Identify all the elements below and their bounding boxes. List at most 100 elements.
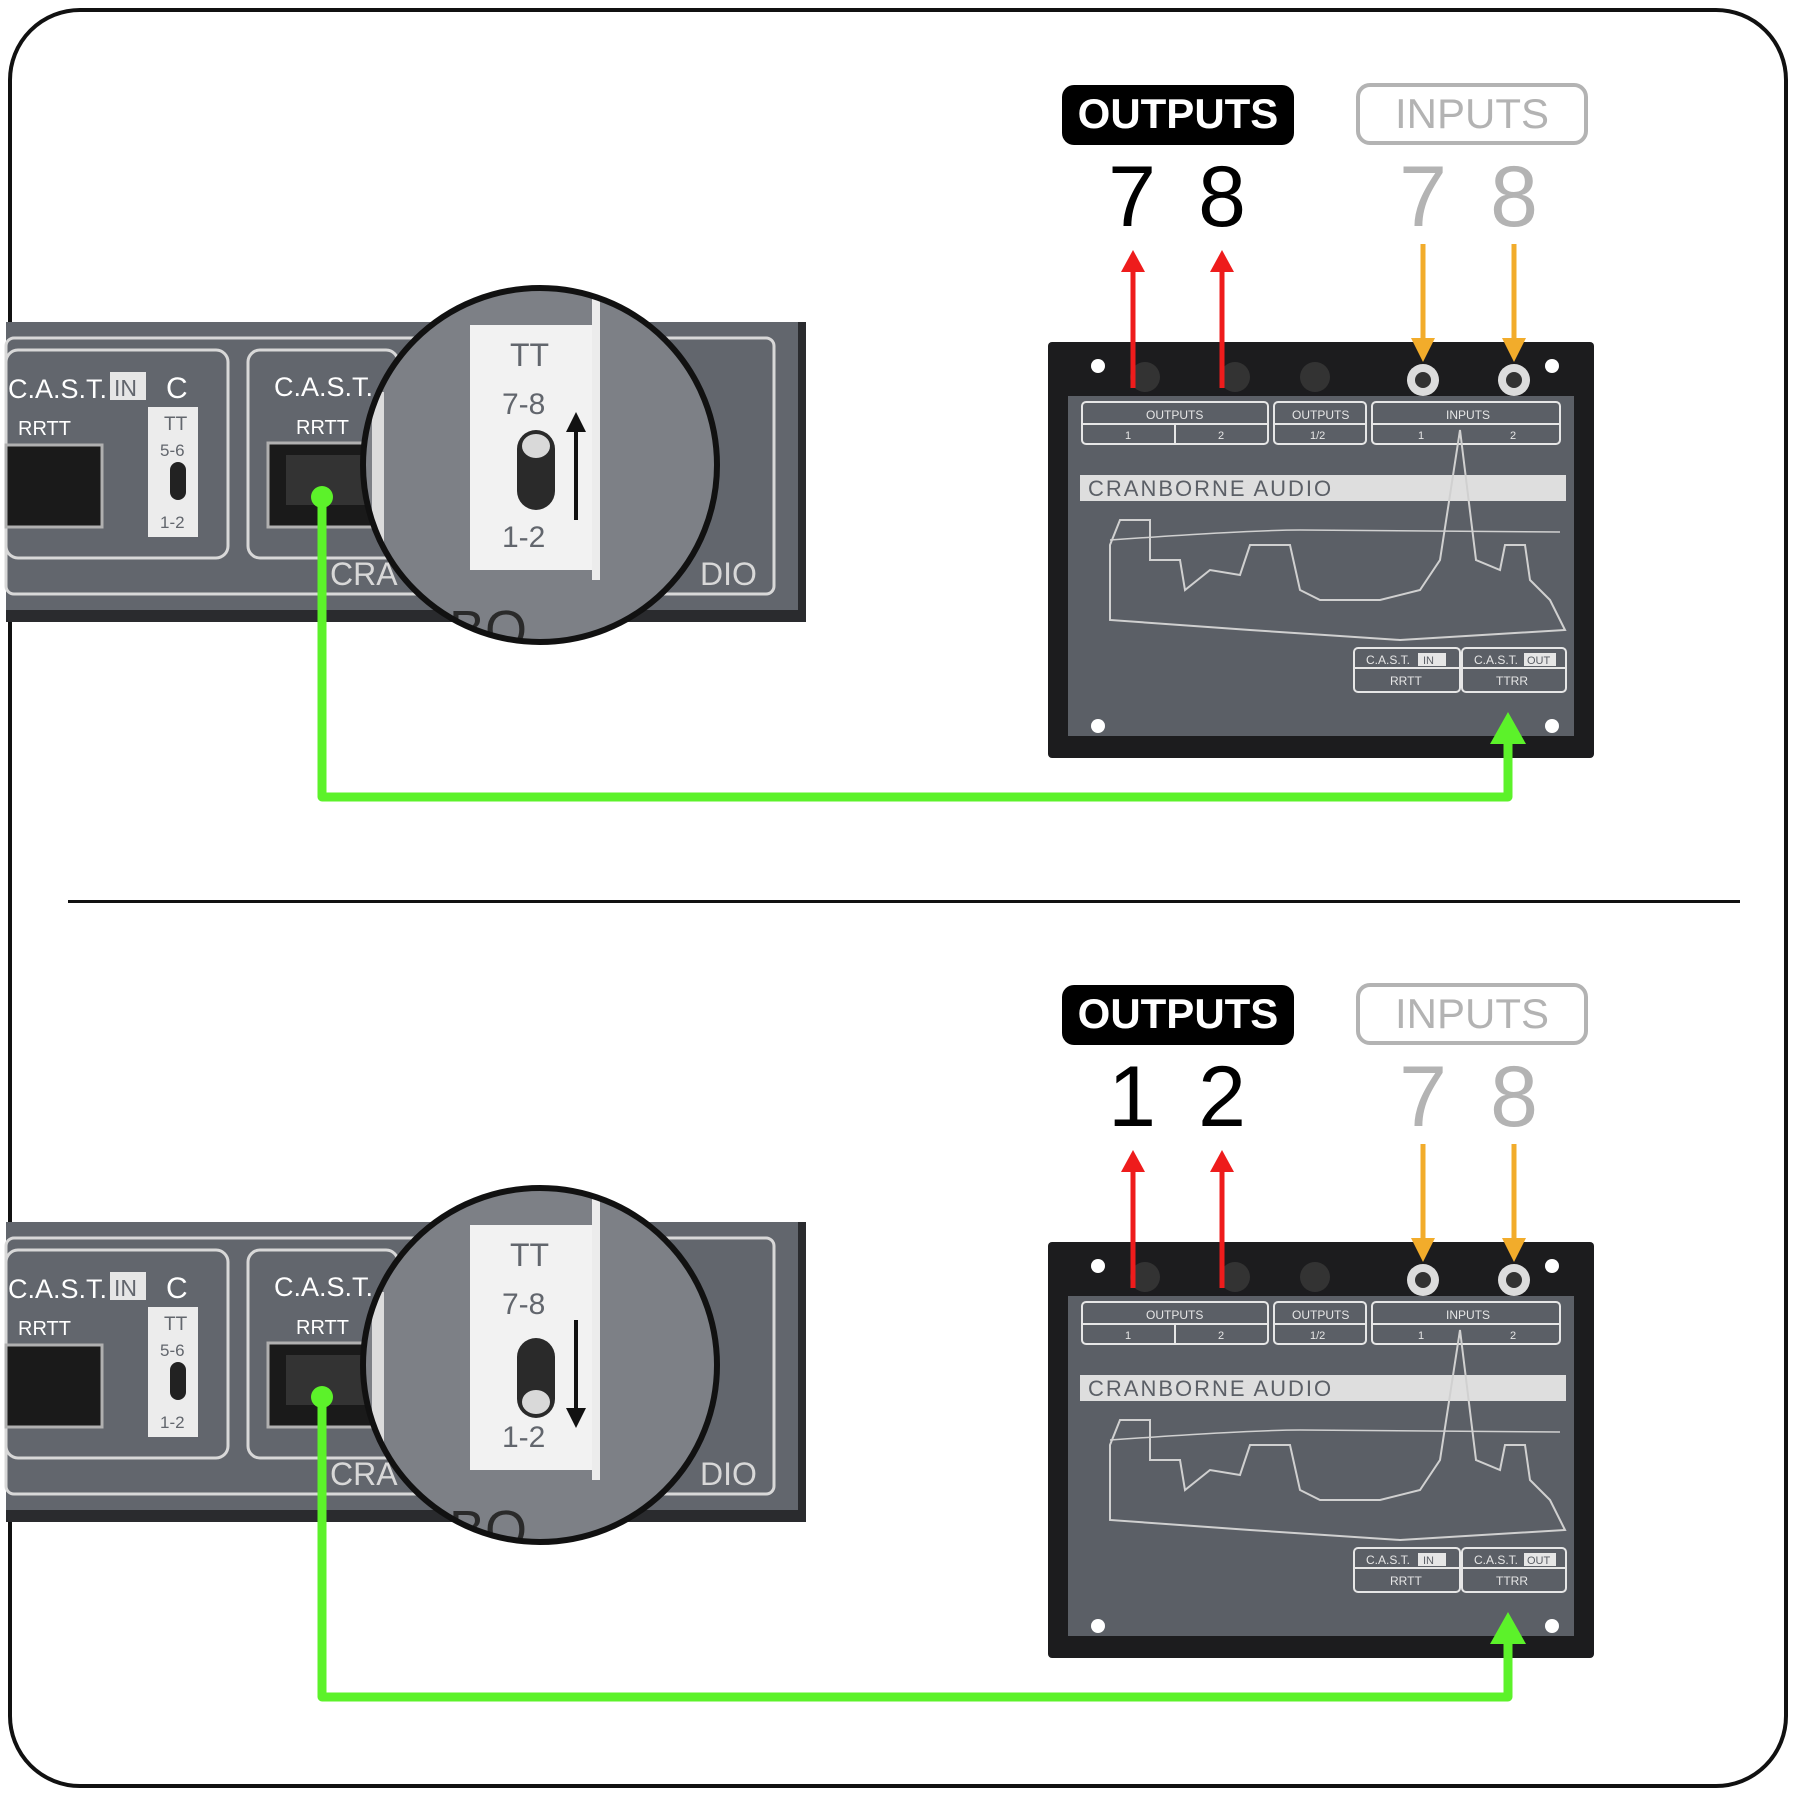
- screw-bottom-right: [1545, 719, 1559, 733]
- zoom-tt-label: TT: [510, 1237, 549, 1273]
- panel-switch-7-8: C.A.S.T. IN C RRTT TT 5-6 1-2 C.A.S.T. R…: [4, 83, 1594, 802]
- zoom-magnifier: TT 7-8 1-2 NBO: [360, 285, 720, 645]
- ch12-label: 1-2: [160, 1413, 185, 1432]
- mini-switch: [170, 1362, 186, 1400]
- cast-in-label: C.A.S.T.: [8, 374, 107, 404]
- zoom-upper-label: 7-8: [502, 388, 545, 421]
- jack-out-2: [1220, 362, 1250, 392]
- input-number-left: 7: [1399, 149, 1447, 245]
- rj45-port-left: [4, 443, 104, 529]
- box-out-ch-1: 1: [1125, 1330, 1131, 1342]
- box-cast-out-tag-bg: [1524, 653, 1556, 666]
- box-cast-in-tag: IN: [1423, 655, 1434, 667]
- rrtt-label-2: RRTT: [296, 1317, 349, 1339]
- input-number-right: 8: [1490, 149, 1538, 245]
- ch12-label: 1-2: [160, 513, 185, 532]
- brand-fragment-right: DIO: [700, 1456, 757, 1492]
- output-arrow-left-head: [1121, 250, 1145, 272]
- cast-label: C.A.S.T.: [274, 1272, 373, 1302]
- skyline-horizon: [1109, 529, 1561, 541]
- box-outputs-label: OUTPUTS: [1146, 408, 1203, 422]
- cast-in-tag-bg: [110, 1272, 146, 1300]
- box-in-ch-1: 1: [1418, 430, 1424, 442]
- zoom-border-line: [592, 288, 600, 580]
- box-cast-in-label: C.A.S.T.: [1366, 1553, 1410, 1567]
- screw-top-left: [1091, 1259, 1105, 1273]
- output-arrow-right-head: [1210, 250, 1234, 272]
- cast-cable: [317, 1397, 1513, 1702]
- cable-endpoint: [311, 1386, 333, 1408]
- jack-in-2-hole: [1506, 372, 1522, 388]
- jack-out-2: [1220, 1262, 1250, 1292]
- breakout-box: OUTPUTS 1 2 OUTPUTS 1/2 INPUTS 1 2 CRANB…: [1048, 342, 1594, 758]
- cable-arrowhead: [1490, 1612, 1526, 1644]
- box-outputs12-sub: 1/2: [1310, 1330, 1325, 1342]
- zoom-border-line: [592, 1188, 600, 1480]
- box-cast-in-tag-bg: [1418, 653, 1446, 666]
- cast-in-tag: IN: [114, 375, 137, 401]
- cast-out-box: [1461, 1547, 1567, 1593]
- toggle-knob: [522, 1390, 550, 1414]
- panel-drawing: C.A.S.T. IN C RRTT TT 5-6 1-2 C.A.S.T. R…: [4, 983, 1594, 1702]
- zoom-lower-label: 1-2: [502, 1421, 545, 1454]
- cast-cable: [317, 497, 1513, 802]
- brand-fragment-left: CRA: [330, 556, 398, 592]
- box-cast-out-label: C.A.S.T.: [1474, 1553, 1518, 1567]
- panel-switch-1-2: C.A.S.T. IN C RRTT TT 5-6 1-2 C.A.S.T. R…: [0, 900, 1800, 1800]
- box-cast-out-tag: OUT: [1527, 1555, 1551, 1567]
- zoom-port-edge: [372, 392, 384, 542]
- rrtt-label: RRTT: [18, 418, 71, 440]
- zoom-magnifier: TT 7-8 1-2 NBO: [360, 1185, 720, 1545]
- box-faceplate: [1068, 1242, 1574, 1636]
- box-outputs12-label: OUTPUTS: [1292, 408, 1349, 422]
- switch-direction-arrow-down: [566, 1408, 586, 1428]
- cast-in-tag-bg: [110, 372, 146, 400]
- zoom-tt-label: TT: [510, 337, 549, 373]
- box-cast-out-sub: TTRR: [1496, 674, 1528, 688]
- jack-out-1: [1130, 362, 1160, 392]
- cast-label: C.A.S.T.: [274, 372, 373, 402]
- screw-top-left: [1091, 359, 1105, 373]
- box-cast-out-tag-bg: [1524, 1553, 1556, 1566]
- inputs-badge-text: INPUTS: [1395, 90, 1549, 137]
- box-cast-out-label: C.A.S.T.: [1474, 653, 1518, 667]
- cable-endpoint: [311, 486, 333, 508]
- section-divider: [68, 900, 1740, 903]
- section-letter: C: [166, 372, 188, 405]
- output-arrow-right-head: [1210, 1150, 1234, 1172]
- screw-top-right: [1545, 359, 1559, 373]
- box-outputs12-label: OUTPUTS: [1292, 1308, 1349, 1322]
- skyline-art: [1109, 1329, 1567, 1542]
- brand-fragment-right: DIO: [700, 556, 757, 592]
- input-arrow-right-head: [1502, 338, 1526, 362]
- switch-direction-arrow-up: [566, 412, 586, 432]
- cast-in-box: [1353, 1547, 1461, 1593]
- box-out-ch-2: 2: [1218, 430, 1224, 442]
- screw-bottom-left: [1091, 719, 1105, 733]
- box-brand: CRANBORNE AUDIO: [1088, 476, 1333, 501]
- output-number-right: 2: [1198, 1049, 1246, 1145]
- jack-in-2-hole: [1506, 1272, 1522, 1288]
- brand-fragment-left: CRA: [330, 1456, 398, 1492]
- input-arrow-left-head: [1411, 338, 1435, 362]
- outputs-badge: [1062, 85, 1294, 145]
- section-letter: C: [166, 1272, 188, 1305]
- zoom-upper-label: 7-8: [502, 1288, 545, 1321]
- breakout-box: OUTPUTS 1 2 OUTPUTS 1/2 INPUTS 1 2 CRANB…: [1048, 1242, 1594, 1658]
- box-outputs12-sub: 1/2: [1310, 430, 1325, 442]
- jack-out-12: [1300, 362, 1330, 392]
- panel-drawing: C.A.S.T. IN C RRTT TT 5-6 1-2 C.A.S.T. R…: [4, 83, 1594, 802]
- box-out-ch-1: 1: [1125, 430, 1131, 442]
- screw-bottom-right: [1545, 1619, 1559, 1633]
- box-brand: CRANBORNE AUDIO: [1088, 1376, 1333, 1401]
- tt-label: TT: [164, 1314, 188, 1335]
- output-arrow-left-head: [1121, 1150, 1145, 1172]
- toggle-knob: [522, 434, 550, 458]
- box-outputs-label: OUTPUTS: [1146, 1308, 1203, 1322]
- rrtt-label: RRTT: [18, 1318, 71, 1340]
- brand-strip: [1080, 475, 1566, 501]
- box-faceplate: [1068, 342, 1574, 736]
- box-cast-in-tag: IN: [1423, 1555, 1434, 1567]
- box-cast-in-sub: RRTT: [1390, 674, 1422, 688]
- cable-arrowhead: [1490, 712, 1526, 744]
